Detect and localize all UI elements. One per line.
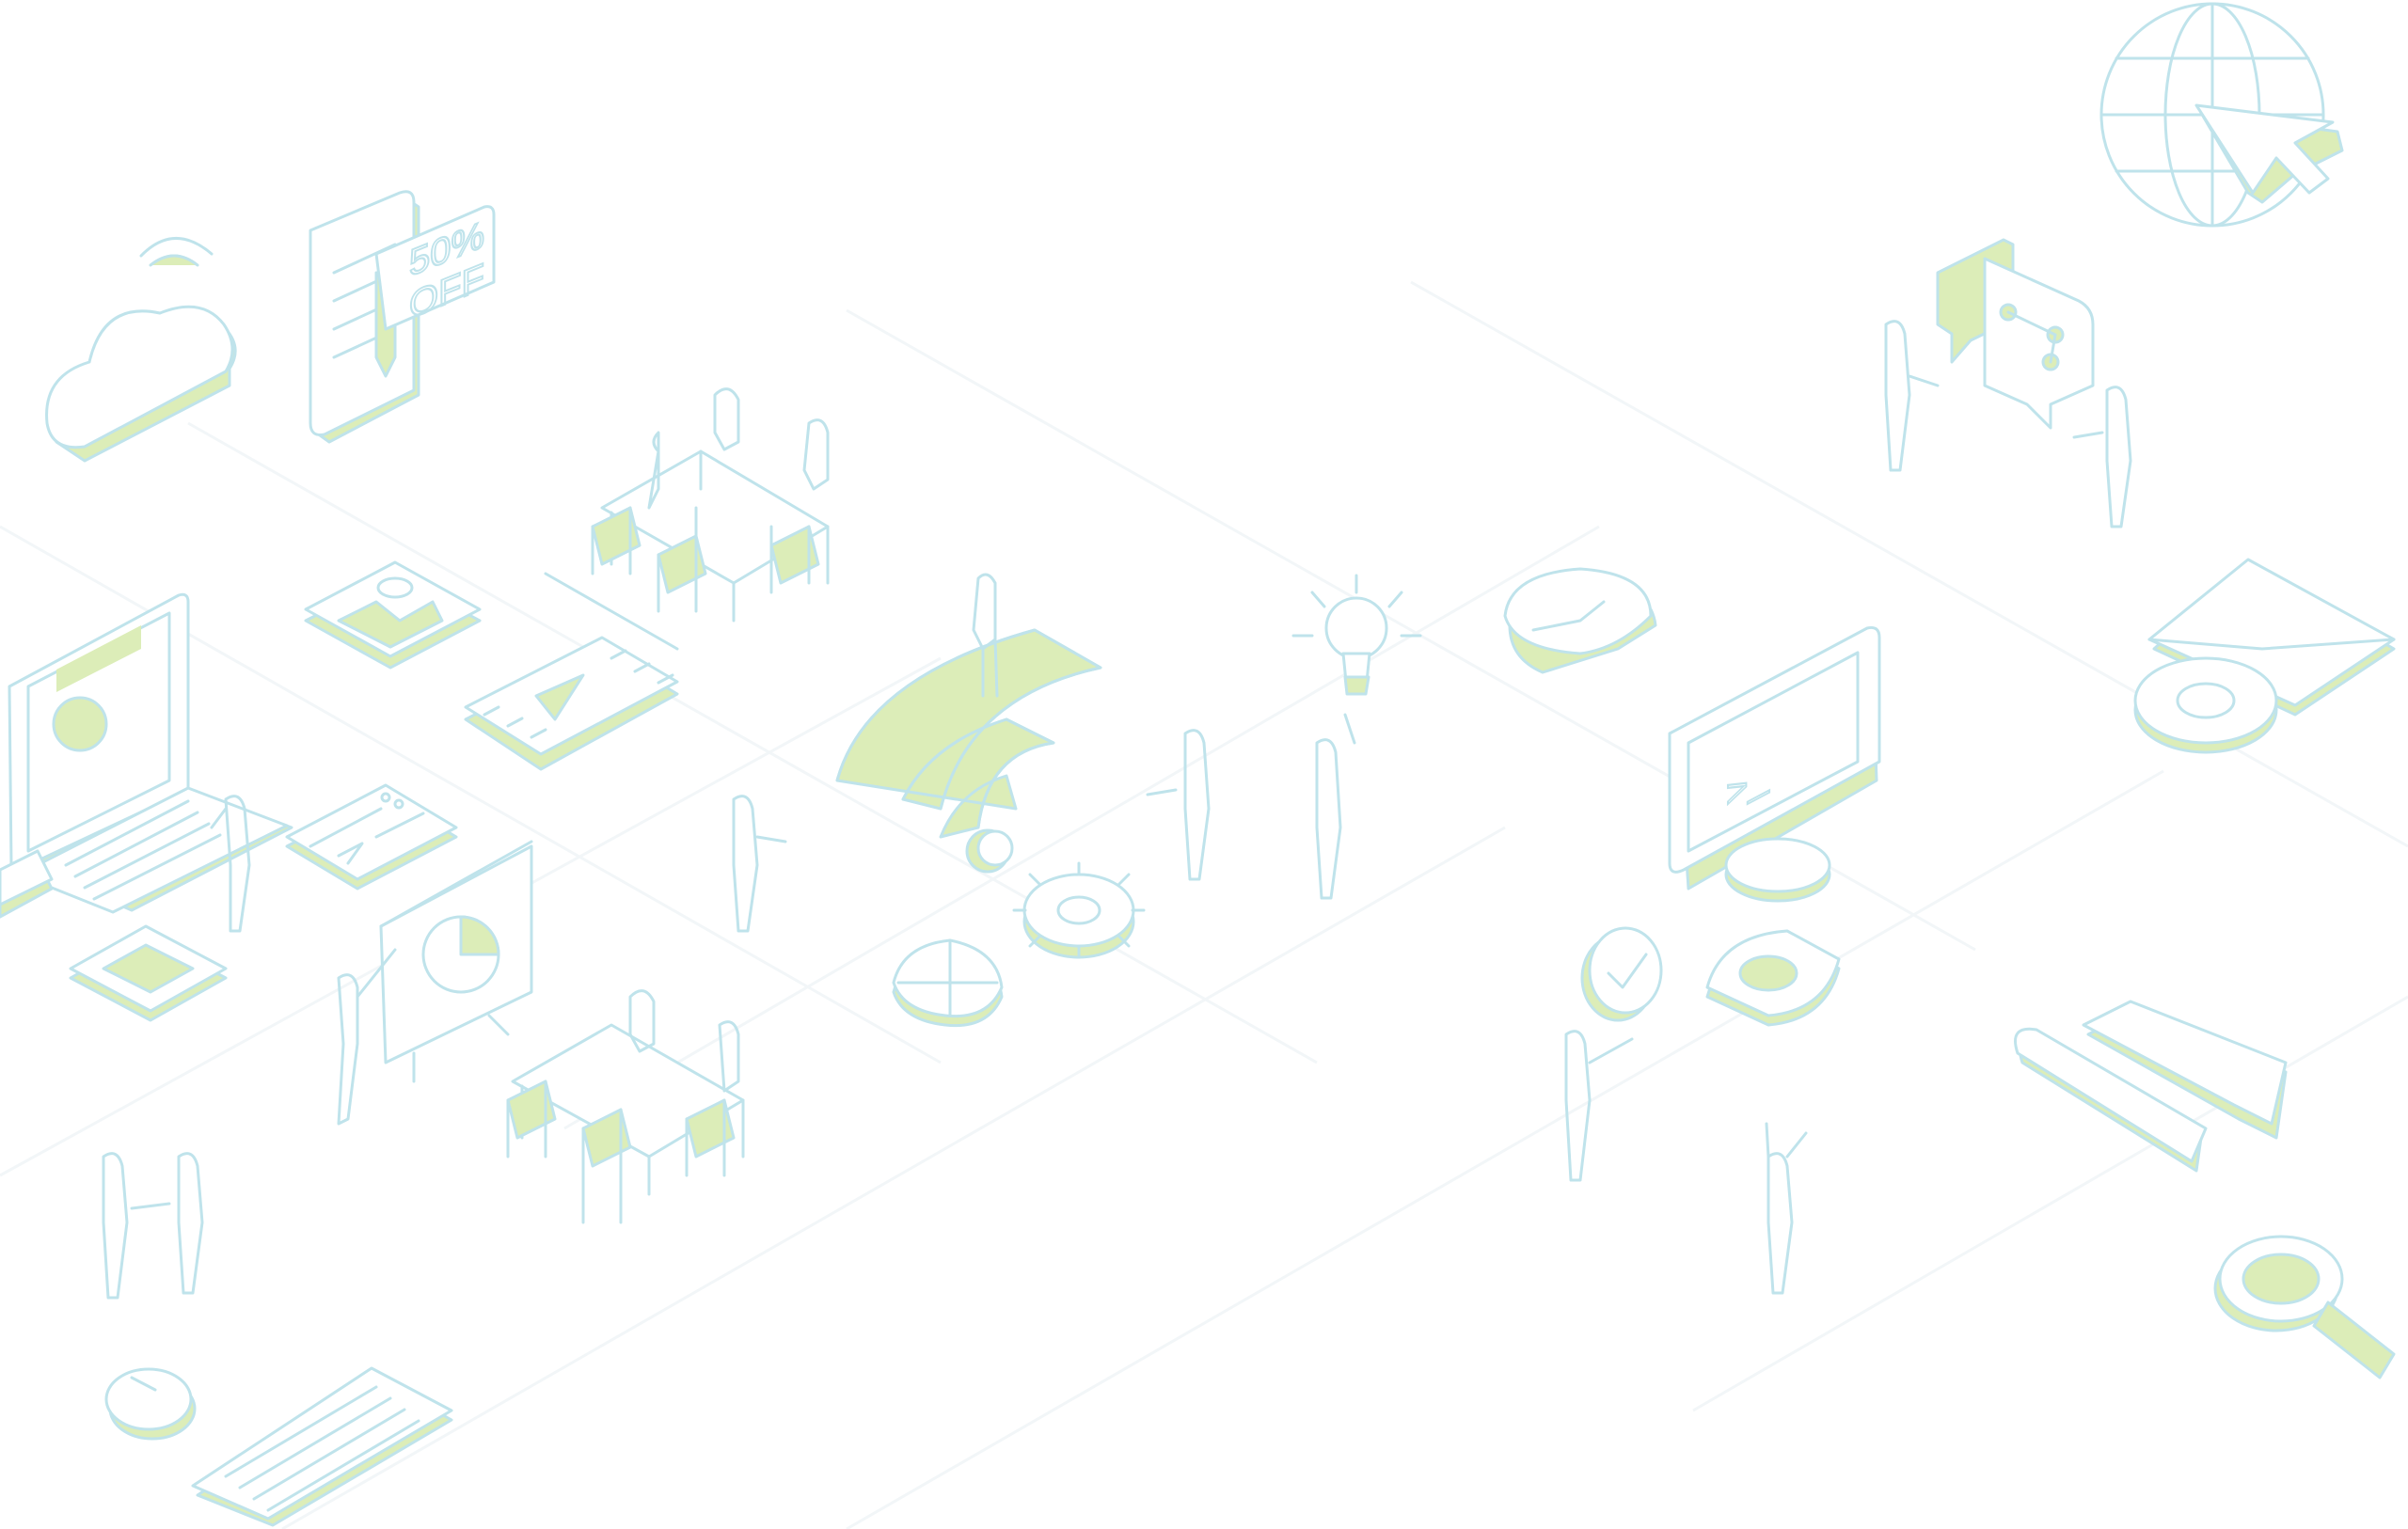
- magnifier-icon: [2213, 1235, 2396, 1379]
- mouse-icon: [104, 1367, 197, 1441]
- film-icon: [464, 572, 679, 771]
- person-figures: [102, 320, 2132, 1300]
- browser-window-icon: [285, 783, 458, 891]
- meeting-table-icon: [591, 387, 830, 623]
- shield-icon: [892, 938, 1004, 1028]
- book-stack-icon: [0, 849, 54, 919]
- chip-icon: [69, 924, 228, 1022]
- isometric-grid: [0, 280, 2408, 1529]
- monitor-terminal-icon: >_: [1668, 626, 1881, 903]
- image-icon: [304, 560, 482, 670]
- refresh-icon: [1705, 929, 1841, 1027]
- speedometer-icon: [1503, 567, 1657, 674]
- globe-cursor-icon: [2099, 2, 2344, 228]
- lightbulb-icon: [1291, 574, 1422, 696]
- laptop-icon: [8, 592, 293, 914]
- phone-discount-icon: 50% OFF: [309, 190, 496, 444]
- gear-icon: [1012, 861, 1146, 959]
- check-badge-icon: [1580, 926, 1663, 1022]
- keyboard-icon: [191, 1366, 453, 1527]
- chat-share-icon: [1936, 238, 2095, 430]
- wifi-icon: [835, 573, 1102, 874]
- cloud-wifi-icon: [45, 237, 237, 463]
- presentation-board-icon: [337, 840, 533, 1126]
- email-at-icon: [2133, 558, 2396, 754]
- meeting-table-icon-2: [506, 989, 745, 1224]
- tools-icon: [2014, 1000, 2288, 1173]
